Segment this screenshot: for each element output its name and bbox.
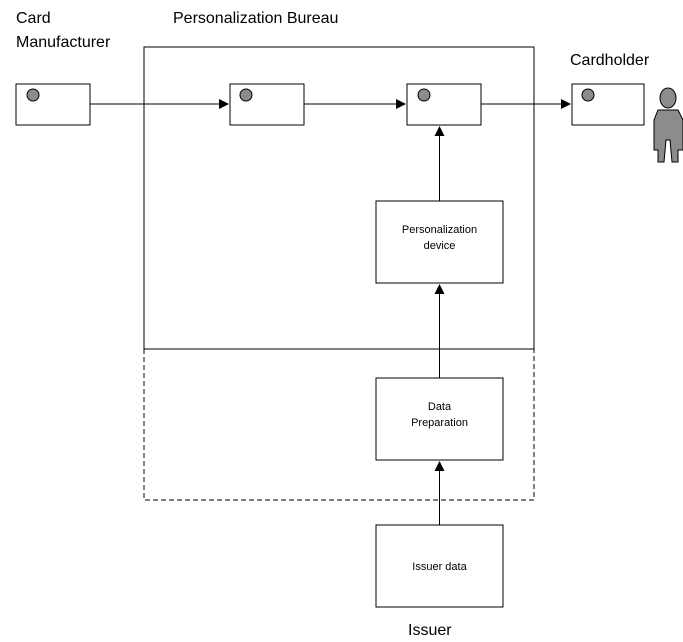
personalization-device-label-line1: Personalization [402, 224, 477, 236]
chip-icon [417, 88, 431, 102]
chip-icon [239, 88, 253, 102]
issuer-label: Issuer [408, 622, 452, 639]
data-preparation-box: Data Preparation [375, 377, 504, 461]
card-icon [15, 83, 91, 126]
issuer-data-label: Issuer data [412, 561, 467, 573]
cardholder-label: Cardholder [570, 52, 650, 69]
card-manufacturer-label-line1: Card [16, 10, 51, 27]
card-manufacturer-label-line2: Manufacturer [16, 34, 111, 51]
personalization-bureau-frame [143, 46, 535, 350]
chip-icon [581, 88, 595, 102]
issuer-data-box: Issuer data [375, 524, 504, 608]
data-preparation-label-line2: Preparation [411, 417, 468, 429]
personalization-device-label-line2: device [424, 240, 456, 252]
card-icon [406, 83, 482, 126]
data-preparation-dashed-frame [143, 349, 535, 501]
personalization-bureau-label: Personalization Bureau [173, 10, 338, 27]
data-preparation-label-line1: Data [428, 401, 452, 413]
chip-icon [26, 88, 40, 102]
person-icon [653, 87, 683, 163]
card-icon [571, 83, 645, 126]
card-icon [229, 83, 305, 126]
personalization-device-box: Personalization device [375, 200, 504, 284]
